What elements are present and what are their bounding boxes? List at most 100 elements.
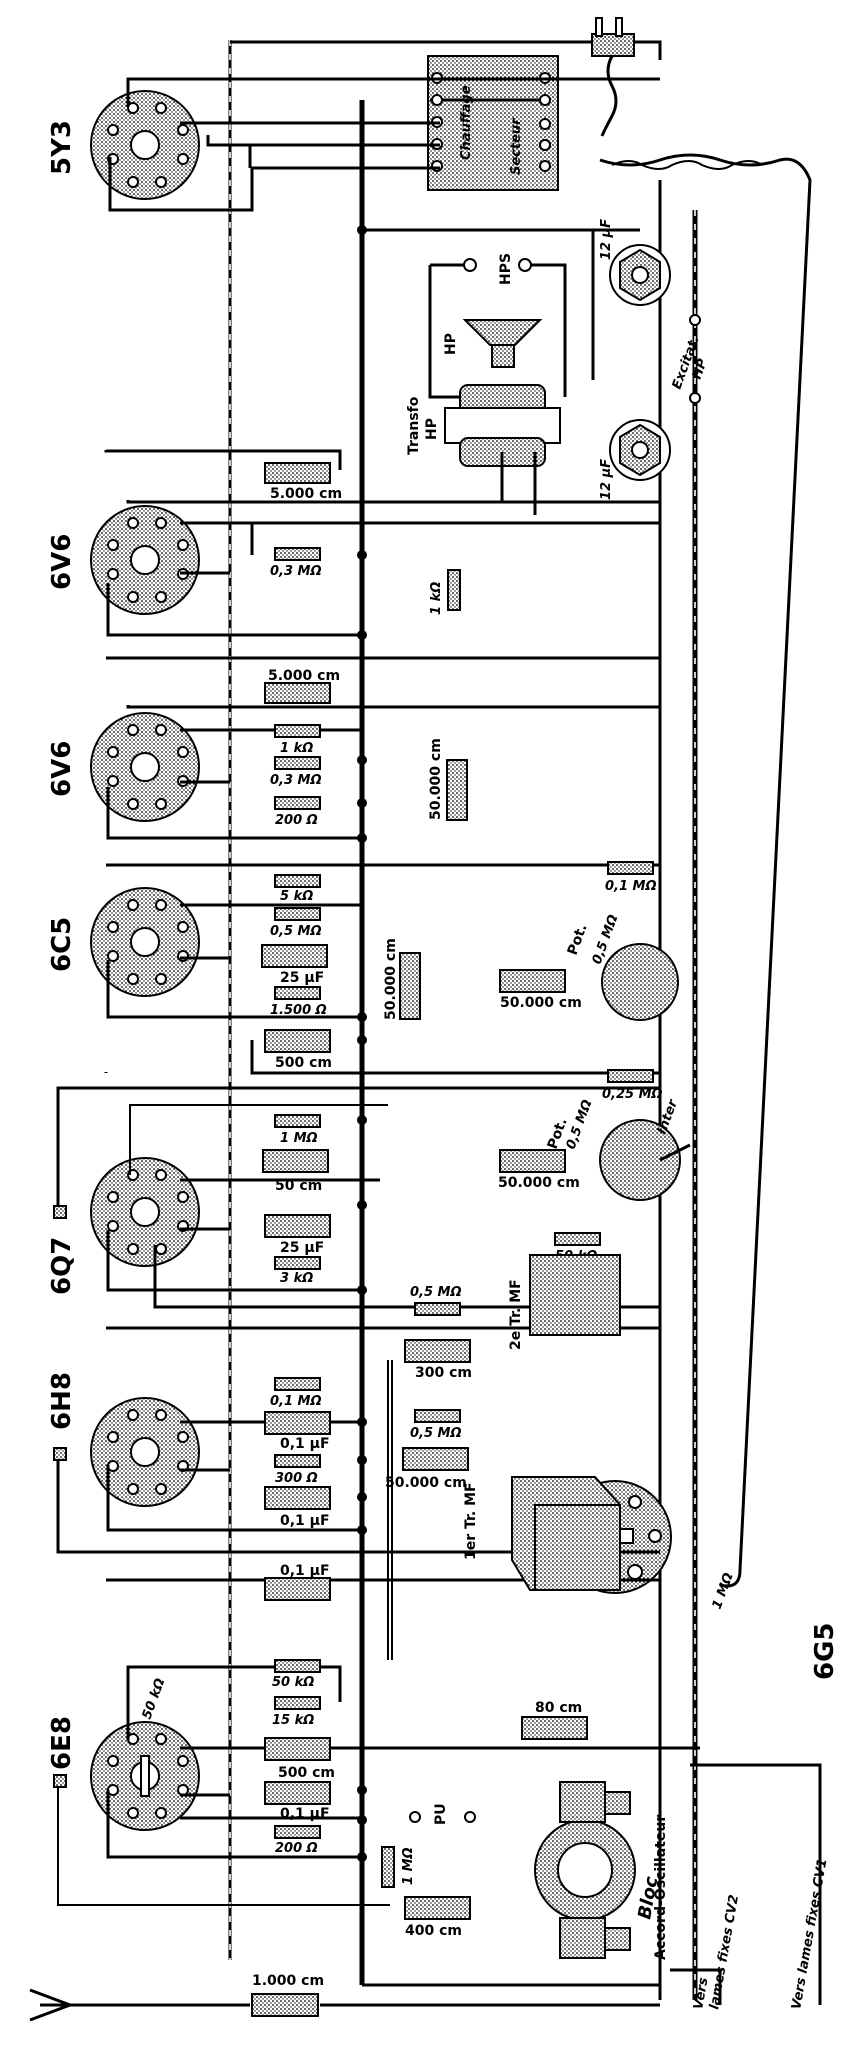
speaker-section: HPS HP Transfo HP 12 µF 12 µF Excitat. H…	[362, 219, 711, 515]
label-cap-500cm-a: 500 cm	[275, 1055, 332, 1071]
cap-500cm-a	[264, 1029, 331, 1053]
components: 5.000 cm 0,3 MΩ 1 kΩ 5.000 cm 1 kΩ 0,3 M…	[140, 462, 737, 2017]
res-5k	[274, 874, 321, 888]
power-transformer: Chauffage Secteur	[427, 55, 559, 191]
res-200-a	[274, 796, 321, 810]
svg-text:1er Tr. MF: 1er Tr. MF	[463, 1482, 479, 1560]
label-cap-50000cm-c: 50.000 cm	[500, 995, 582, 1011]
cap-300cm	[404, 1339, 471, 1363]
label-cap-0.1uF-b: 0,1 µF	[280, 1513, 330, 1529]
top-cap-6e8	[53, 1774, 67, 1788]
tube-6q7	[90, 1157, 200, 1267]
label-res-0.1M-b: 0,1 MΩ	[270, 1394, 322, 1409]
label-res-1k-b: 1 kΩ	[280, 741, 313, 756]
cap-50000cm-c	[499, 969, 566, 993]
label-cap-50000cm-b: 50.000 cm	[383, 938, 399, 1020]
filter-capacitor-b: 12 µF	[599, 419, 671, 500]
cap-5000cm-a	[264, 462, 331, 484]
tube-label-6q7: 6Q7	[47, 1237, 77, 1295]
terminal-excitation-a[interactable]	[689, 314, 701, 326]
label-mains-winding: Secteur	[509, 117, 524, 175]
terminal-excitation-b[interactable]	[689, 392, 701, 404]
res-15k	[274, 1696, 321, 1710]
res-1500	[274, 986, 321, 1000]
label-res-1M-a: 1 MΩ	[280, 1131, 318, 1146]
res-50k-a	[554, 1232, 601, 1246]
cap-500cm-b	[264, 1737, 331, 1761]
label-cap-5000cm-a: 5.000 cm	[270, 486, 342, 502]
label-cap-50cm: 50 cm	[275, 1178, 322, 1194]
svg-text:Accord-Oscillateur: Accord-Oscillateur	[653, 1815, 669, 1960]
svg-text:Vers lames fixes CV1: Vers lames fixes CV1	[789, 1858, 830, 2011]
label-cap-400cm: 400 cm	[405, 1923, 462, 1939]
svg-text:Vers: Vers	[691, 1976, 711, 2010]
terminal-pu[interactable]	[464, 1811, 476, 1823]
tube-label-6g5: 6G5	[810, 1622, 840, 1680]
tube-label-6e8: 6E8	[47, 1716, 77, 1770]
tube-6v6-a	[90, 505, 200, 615]
label-cap-50000cm-e: 50.000 cm	[385, 1475, 467, 1491]
terminal-hps[interactable]	[518, 258, 532, 272]
res-0.5M-a	[274, 907, 321, 921]
cap-0.1uF-a	[264, 1411, 331, 1435]
svg-text:PU: PU	[433, 1803, 449, 1825]
label-cap-0.1uF-c: 0,1 µF	[280, 1563, 330, 1579]
label-res-50k-b: 50 kΩ	[272, 1675, 314, 1690]
label-cap-50000cm-a: 50.000 cm	[428, 738, 444, 820]
label-res-0.1M-a: 0,1 MΩ	[605, 879, 657, 894]
label-res-1k-a: 1 kΩ	[429, 582, 444, 615]
svg-text:12 µF: 12 µF	[599, 459, 614, 500]
label-cap-80cm: 80 cm	[535, 1700, 582, 1716]
label-cap-0.1uF-a: 0,1 µF	[280, 1436, 330, 1452]
res-1M-a	[274, 1114, 321, 1128]
label-res-1M-b: 1 MΩ	[401, 1847, 416, 1885]
tube-label-6c5: 6C5	[47, 917, 77, 972]
label-res-0.3M-a: 0,3 MΩ	[270, 564, 322, 579]
cap-25uF-b	[264, 1214, 331, 1238]
label-res-50k-osc: 50 kΩ	[140, 1676, 169, 1721]
label-res-0.5M-a: 0,5 MΩ	[270, 924, 322, 939]
res-0.3M-b	[274, 756, 321, 770]
cap-50cm	[262, 1149, 329, 1173]
label-heater-winding: Chauffage	[459, 85, 474, 160]
label-cap-25uF-b: 25 µF	[280, 1240, 324, 1256]
res-0.25M	[607, 1069, 654, 1083]
tube-5y3	[90, 90, 200, 200]
label-hp: HP	[443, 333, 459, 355]
label-hps: HPS	[498, 253, 514, 285]
tube-label-6v6-b: 6V6	[47, 741, 77, 797]
tube-6e8	[90, 1721, 200, 1831]
label-cap-25uF-a: 25 µF	[280, 970, 324, 986]
label-cap-500cm-b: 500 cm	[278, 1765, 335, 1781]
res-1k-b	[274, 724, 321, 738]
res-0.5M-c	[414, 1409, 461, 1423]
label-cap-300cm: 300 cm	[415, 1365, 472, 1381]
res-0.1M-b	[274, 1377, 321, 1391]
terminal-hp-a[interactable]	[463, 258, 477, 272]
svg-text:12 µF: 12 µF	[599, 219, 614, 260]
label-res-300: 300 Ω	[275, 1471, 318, 1486]
res-0.1M-a	[607, 861, 654, 875]
label-res-0.25M: 0,25 MΩ	[602, 1087, 663, 1102]
tuning-oscillator-block: Bloc Accord-Oscillateur Vers lames fixes…	[409, 1763, 830, 2011]
cap-80cm	[521, 1716, 588, 1740]
res-300	[274, 1454, 321, 1468]
label-res-200-a: 200 Ω	[275, 813, 318, 828]
label-res-200-b: 200 Ω	[275, 1841, 318, 1856]
tube-label-6h8: 6H8	[47, 1372, 77, 1430]
res-0.5M-b	[414, 1302, 461, 1316]
volume-potentiometer[interactable]: Pot. 0,5 MΩ	[565, 913, 679, 1021]
tube-label-6v6-a: 6V6	[47, 534, 77, 590]
cap-50000cm-e	[402, 1447, 469, 1471]
cap-0.1uF-b	[264, 1486, 331, 1510]
cap-0.1uF-c	[264, 1577, 331, 1601]
tube-6v6-b	[90, 712, 200, 822]
twisted-cord	[599, 153, 812, 1588]
svg-text:HP: HP	[424, 418, 440, 440]
svg-text:HP: HP	[690, 357, 711, 382]
res-50k-b	[274, 1659, 321, 1673]
label-res-0.5M-c: 0,5 MΩ	[410, 1426, 462, 1441]
tube-6h8	[90, 1397, 200, 1507]
mains-plug[interactable]	[591, 17, 635, 137]
